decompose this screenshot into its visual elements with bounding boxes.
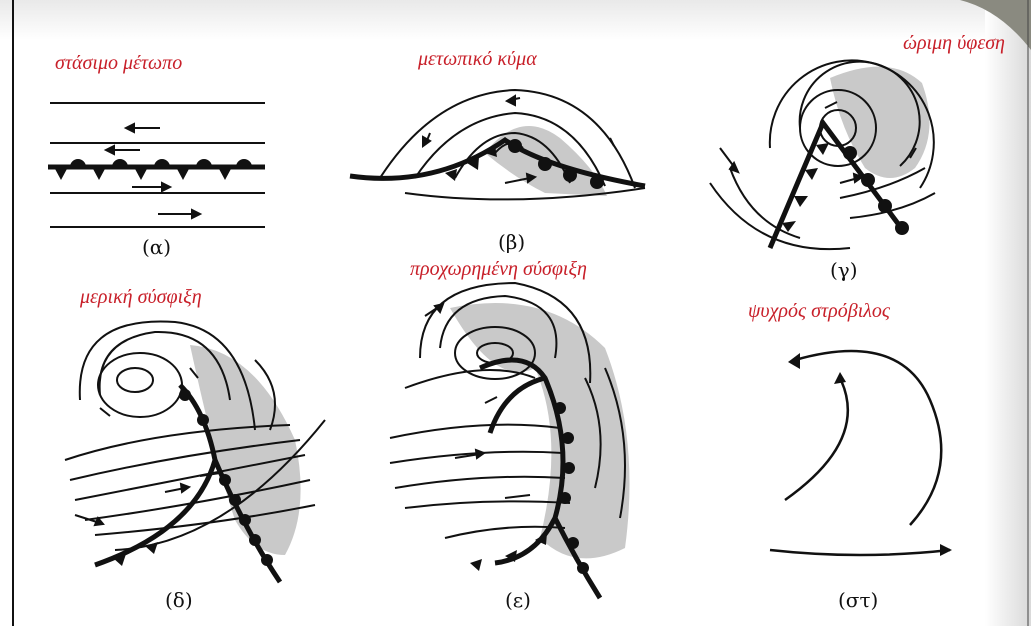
panel-b-caption: (β) [498, 230, 525, 254]
panel-e-caption: (ε) [505, 588, 531, 612]
panel-b-diagram [345, 78, 665, 228]
panel-d-caption: (δ) [165, 588, 193, 612]
panel-a-diagram [40, 95, 280, 240]
panel-f-title: ψυχρός στρόβιλος [748, 300, 890, 323]
panel-e-title: προχωρημένη σύσφιξη [410, 258, 587, 281]
panel-b-title: μετωπικό κύμα [418, 48, 537, 71]
panel-d-diagram [55, 320, 345, 585]
panel-c-caption: (γ) [830, 258, 858, 282]
panel-d-title: μερική σύσφιξη [80, 286, 202, 309]
panel-a-title: στάσιμο μέτωπο [55, 52, 182, 75]
panel-f-caption: (στ) [838, 588, 878, 612]
panel-f-diagram [760, 340, 980, 570]
panel-c-diagram [690, 48, 990, 258]
panel-e-diagram [385, 288, 685, 588]
